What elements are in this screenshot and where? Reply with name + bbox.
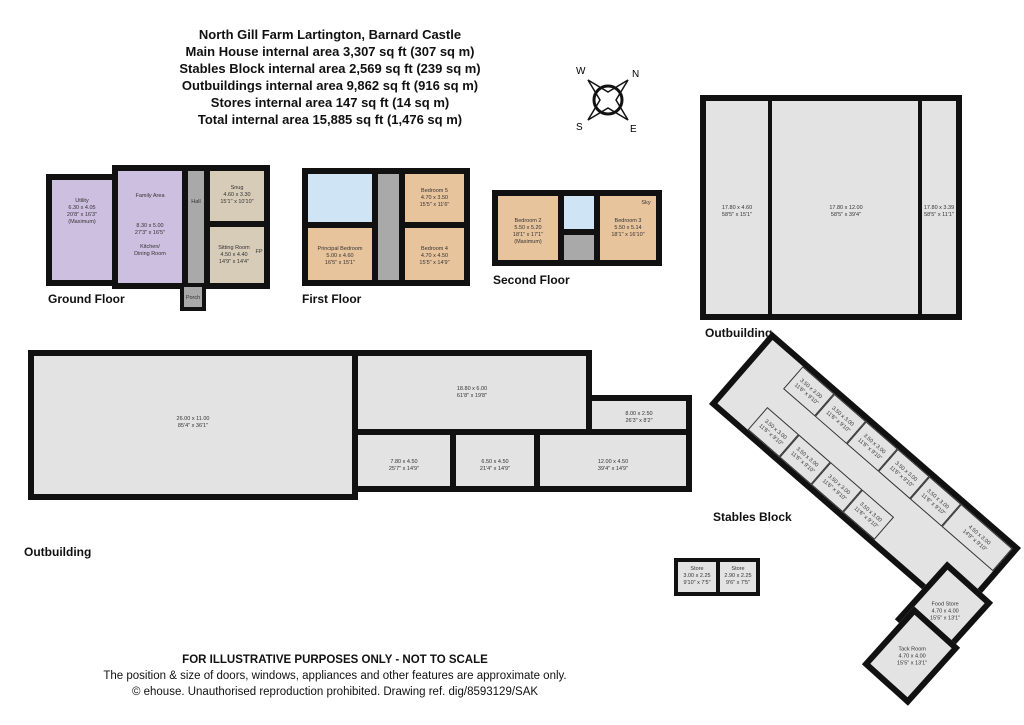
room-porch: Porch	[180, 283, 206, 311]
compass-n: N	[632, 69, 639, 80]
outbuilding-bottom-label: Outbuilding	[24, 545, 92, 559]
room-label: 3.50 x 3.00 11'6" x 9'10"	[888, 460, 919, 490]
room-label: Family Area	[135, 193, 165, 199]
room-label: 8.00 x 2.50 26'3" x 8'2"	[625, 411, 653, 424]
compass-icon: W N S E	[576, 66, 639, 134]
room-bedroom-3: Bedroom 3 5.50 x 5.14 18'1" x 16'10" Sky	[594, 190, 662, 266]
room-label: 3.50 x 3.00 11'6" x 9'10"	[919, 488, 950, 517]
room-label: 3.50 x 3.00 11'6" x 9'10"	[824, 405, 855, 434]
room-label: 3.50 x 3.00 11'6" x 9'10"	[757, 418, 788, 448]
footer: FOR ILLUSTRATIVE PURPOSES ONLY - NOT TO …	[60, 652, 610, 700]
compass-s: S	[576, 122, 583, 133]
area-main: Main House internal area 3,307 sq ft (30…	[185, 44, 475, 59]
room-label: Principal Bedroom 5.00 x 4.60 16'5" x 15…	[317, 246, 363, 266]
room-label: Hall	[191, 199, 201, 205]
room-label: Tack Room 4.70 x 4.00 15'5" x 13'1"	[897, 646, 928, 667]
room-label: 3.50 x 3.00 11'6" x 9'10"	[856, 432, 887, 462]
area-total: Total internal area 15,885 sq ft (1,476 …	[197, 112, 463, 127]
room-label: Utility 6.30 x 4.05 20'8" x 16'3" (Maxim…	[66, 198, 98, 225]
room-label: 18.80 x 6.00 61'8" x 19'8"	[456, 386, 488, 399]
room-label: Sky	[641, 200, 651, 206]
outbuilding-upper-room: 18.80 x 6.00 61'8" x 19'8"	[352, 350, 592, 435]
outbuilding-big-room: 26.00 x 11.00 85'4" x 36'1"	[28, 350, 358, 500]
disclaimer-text: The position & size of doors, windows, a…	[103, 670, 567, 682]
title: North Gill Farm Lartington, Barnard Cast…	[198, 27, 462, 42]
room-label: 17.80 x 4.60 58'5" x 15'1"	[721, 205, 753, 218]
store-1: Store 3.00 x 2.25 9'10" x 7'5"	[674, 558, 720, 596]
room-label: 17.80 x 12.00 58'5" x 39'4"	[829, 205, 863, 218]
room-label: Sitting Room 4.50 x 4.40 14'9" x 14'4"	[218, 245, 250, 265]
ground-floor-label: Ground Floor	[48, 292, 125, 306]
outbuilding-top-label: Outbuilding	[705, 326, 773, 340]
room-label: Bedroom 2 5.50 x 5.20 18'1" x 17'1" (Max…	[512, 218, 544, 245]
room-label: Bedroom 5 4.70 x 3.50 15'5" x 11'6"	[419, 188, 450, 208]
title-block: North Gill Farm Lartington, Barnard Cast…	[150, 26, 510, 128]
compass-e: E	[630, 124, 637, 134]
room-label: 12.00 x 4.50 39'4" x 14'9"	[597, 459, 629, 472]
compass-w: W	[576, 66, 586, 77]
second-floor-label: Second Floor	[493, 273, 570, 287]
room-kitchen: Family Area 8.30 x 5.00 27'3" x 16'5" Ki…	[112, 165, 188, 289]
room-label: 3.50 x 3.00 11'6" x 9'10"	[820, 473, 851, 503]
room-snug: Snug 4.60 x 3.30 15'1" x 10'10"	[204, 165, 270, 227]
room-label: Bedroom 3 5.50 x 5.14 18'1" x 16'10"	[611, 218, 645, 238]
room-label: FP	[255, 249, 263, 255]
area-stables: Stables Block internal area 2,569 sq ft …	[179, 61, 481, 76]
room-label: 6.50 x 4.50 21'4" x 14'9"	[479, 459, 511, 472]
room-label: 26.00 x 11.00 85'4" x 36'1"	[176, 416, 210, 429]
disclaimer-heading: FOR ILLUSTRATIVE PURPOSES ONLY - NOT TO …	[182, 654, 488, 666]
outbuilding-room-2: 6.50 x 4.50 21'4" x 14'9"	[450, 429, 540, 492]
outbuilding-top: 17.80 x 4.60 58'5" x 15'1" 17.80 x 12.00…	[700, 95, 962, 320]
room-label: 4.50 x 3.00 14'9" x 9'10"	[961, 524, 992, 553]
room-label: 3.50 x 3.00 11'6" x 9'10"	[789, 446, 820, 475]
room-bedroom-2: Bedroom 2 5.50 x 5.20 18'1" x 17'1" (Max…	[492, 190, 564, 266]
room-label: 17.80 x 3.39 58'5" x 11'1"	[923, 205, 955, 218]
room-label: Snug 4.60 x 3.30 15'1" x 10'10"	[220, 185, 254, 205]
room-label: 8.30 x 5.00 27'3" x 16'5" Kitchen/ Dinin…	[134, 223, 166, 257]
copyright-text: © ehouse. Unauthorised reproduction proh…	[131, 686, 539, 698]
room-utility: Utility 6.30 x 4.05 20'8" x 16'3" (Maxim…	[46, 174, 118, 286]
outbuilding-room-1: 7.80 x 4.50 25'7" x 14'9"	[352, 429, 456, 492]
area-outbuildings: Outbuildings internal area 9,862 sq ft (…	[181, 78, 479, 93]
room-label: Store 3.00 x 2.25 9'10" x 7'5"	[683, 566, 711, 586]
room-label: 7.80 x 4.50 25'7" x 14'9"	[388, 459, 420, 472]
area-stores: Stores internal area 147 sq ft (14 sq m)	[210, 95, 450, 110]
store-2: Store 2.90 x 2.25 9'6" x 7'5"	[716, 558, 760, 596]
room-label: 3.50 x 3.00 11'6" x 9'10"	[792, 377, 823, 407]
room-principal-bedroom: Principal Bedroom 5.00 x 4.60 16'5" x 15…	[302, 222, 378, 286]
room-bathrooms	[302, 168, 378, 228]
room-label: Store 2.90 x 2.25 9'6" x 7'5"	[724, 566, 752, 586]
room-bedroom-5: Bedroom 5 4.70 x 3.50 15'5" x 11'6"	[399, 168, 470, 228]
room-label: Porch	[185, 295, 201, 301]
outbuilding-room-3: 12.00 x 4.50 39'4" x 14'9"	[534, 429, 692, 492]
stable-box: 4.50 x 3.00 14'9" x 9'10"	[941, 504, 1013, 572]
first-floor-label: First Floor	[302, 292, 362, 306]
room-label: Bedroom 4 4.70 x 4.50 15'5" x 14'9"	[419, 246, 450, 266]
stables-block-label: Stables Block	[713, 510, 792, 524]
room-sitting: Sitting Room 4.50 x 4.40 14'9" x 14'4" FP	[204, 221, 270, 289]
room-bedroom-4: Bedroom 4 4.70 x 4.50 15'5" x 14'9"	[399, 222, 470, 286]
room-label: 3.50 x 3.00 11'6" x 9'10"	[852, 501, 883, 530]
